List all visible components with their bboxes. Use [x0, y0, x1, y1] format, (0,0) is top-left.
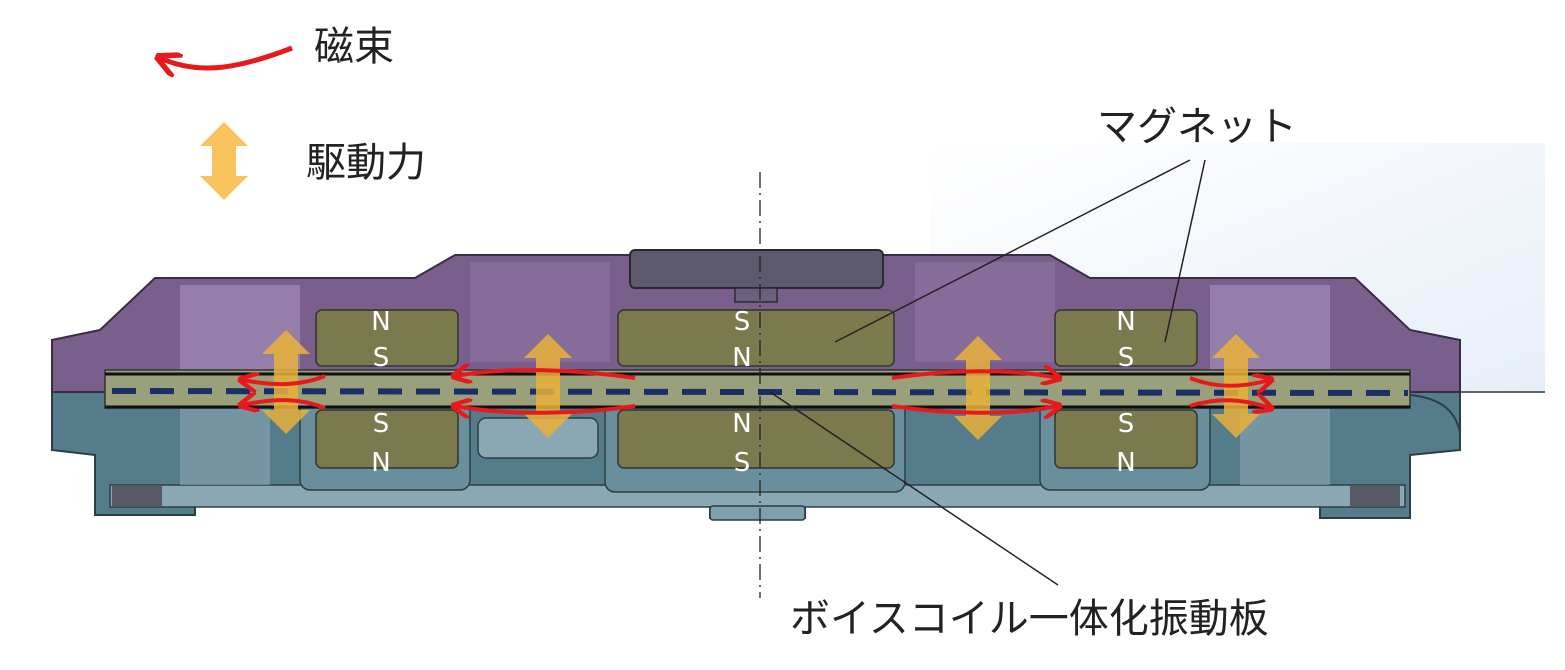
- left-foot: [112, 486, 162, 506]
- magnet-pole-label: S: [734, 448, 751, 478]
- lower-right-column: [1240, 400, 1330, 485]
- magnet-pole-label: N: [1116, 307, 1135, 337]
- flux-arrow: [455, 370, 636, 378]
- magnetic-flux-arrows: [242, 370, 1270, 413]
- magnet-lower-right: [1054, 409, 1198, 469]
- magnet-pole-label: N: [1116, 448, 1135, 478]
- diaphragm-edge: [1409, 394, 1461, 433]
- flux-arrow: [1189, 400, 1270, 408]
- magnet-upper-left: [315, 309, 459, 367]
- force-arrow: [262, 330, 310, 434]
- diaphragm-center-dashed-line: [111, 388, 1409, 396]
- diaphragm-leader-line: [769, 391, 1059, 586]
- flux-arrow: [891, 371, 1058, 378]
- magnet-pole-label: N: [371, 307, 390, 337]
- legend: 磁束 駆動力: [160, 24, 426, 200]
- magnet-upper-right: [1054, 309, 1198, 367]
- magnet-pole-label: N: [732, 409, 751, 439]
- right-foot: [1350, 486, 1400, 506]
- flux-arrow: [242, 400, 326, 408]
- magnet-upper-center: [617, 309, 895, 367]
- magnet-callout-label: マグネット: [1097, 104, 1297, 150]
- magnet-pole-label: S: [1118, 409, 1135, 439]
- force-legend-arrow: [200, 122, 248, 200]
- flux-legend-arrow: [160, 45, 293, 68]
- center-cap-stem: [734, 287, 778, 303]
- flux-legend-label: 磁束: [314, 24, 394, 70]
- magnet-pole-label: N: [732, 343, 751, 373]
- flux-arrow: [891, 406, 1058, 413]
- flux-arrow: [455, 406, 636, 413]
- magnet-pole-label: N: [371, 448, 390, 478]
- center-foot: [709, 505, 806, 521]
- flux-arrow: [242, 376, 326, 384]
- magnet-pole-label: S: [373, 409, 390, 439]
- force-legend-label: 駆動力: [306, 140, 426, 186]
- magnet-pole-label: S: [1118, 343, 1135, 373]
- center-cap: [629, 249, 884, 289]
- diaphragm-callout-label: ボイスコイル一体化振動板: [790, 596, 1269, 642]
- magnet-leader-line: [1164, 159, 1206, 343]
- magnet-pole-label: S: [373, 343, 390, 373]
- magnet-lower-center: [617, 409, 895, 469]
- callouts: マグネット ボイスコイル一体化振動板: [769, 104, 1297, 642]
- magnet-leader-line: [834, 159, 1191, 343]
- lower-left-column: [180, 400, 270, 485]
- magnet-lower-left: [315, 409, 459, 469]
- magnets: N S S N S N N S N S S N: [315, 307, 1198, 478]
- magnet-pole-label: S: [734, 307, 751, 337]
- flux-arrow: [1189, 378, 1270, 386]
